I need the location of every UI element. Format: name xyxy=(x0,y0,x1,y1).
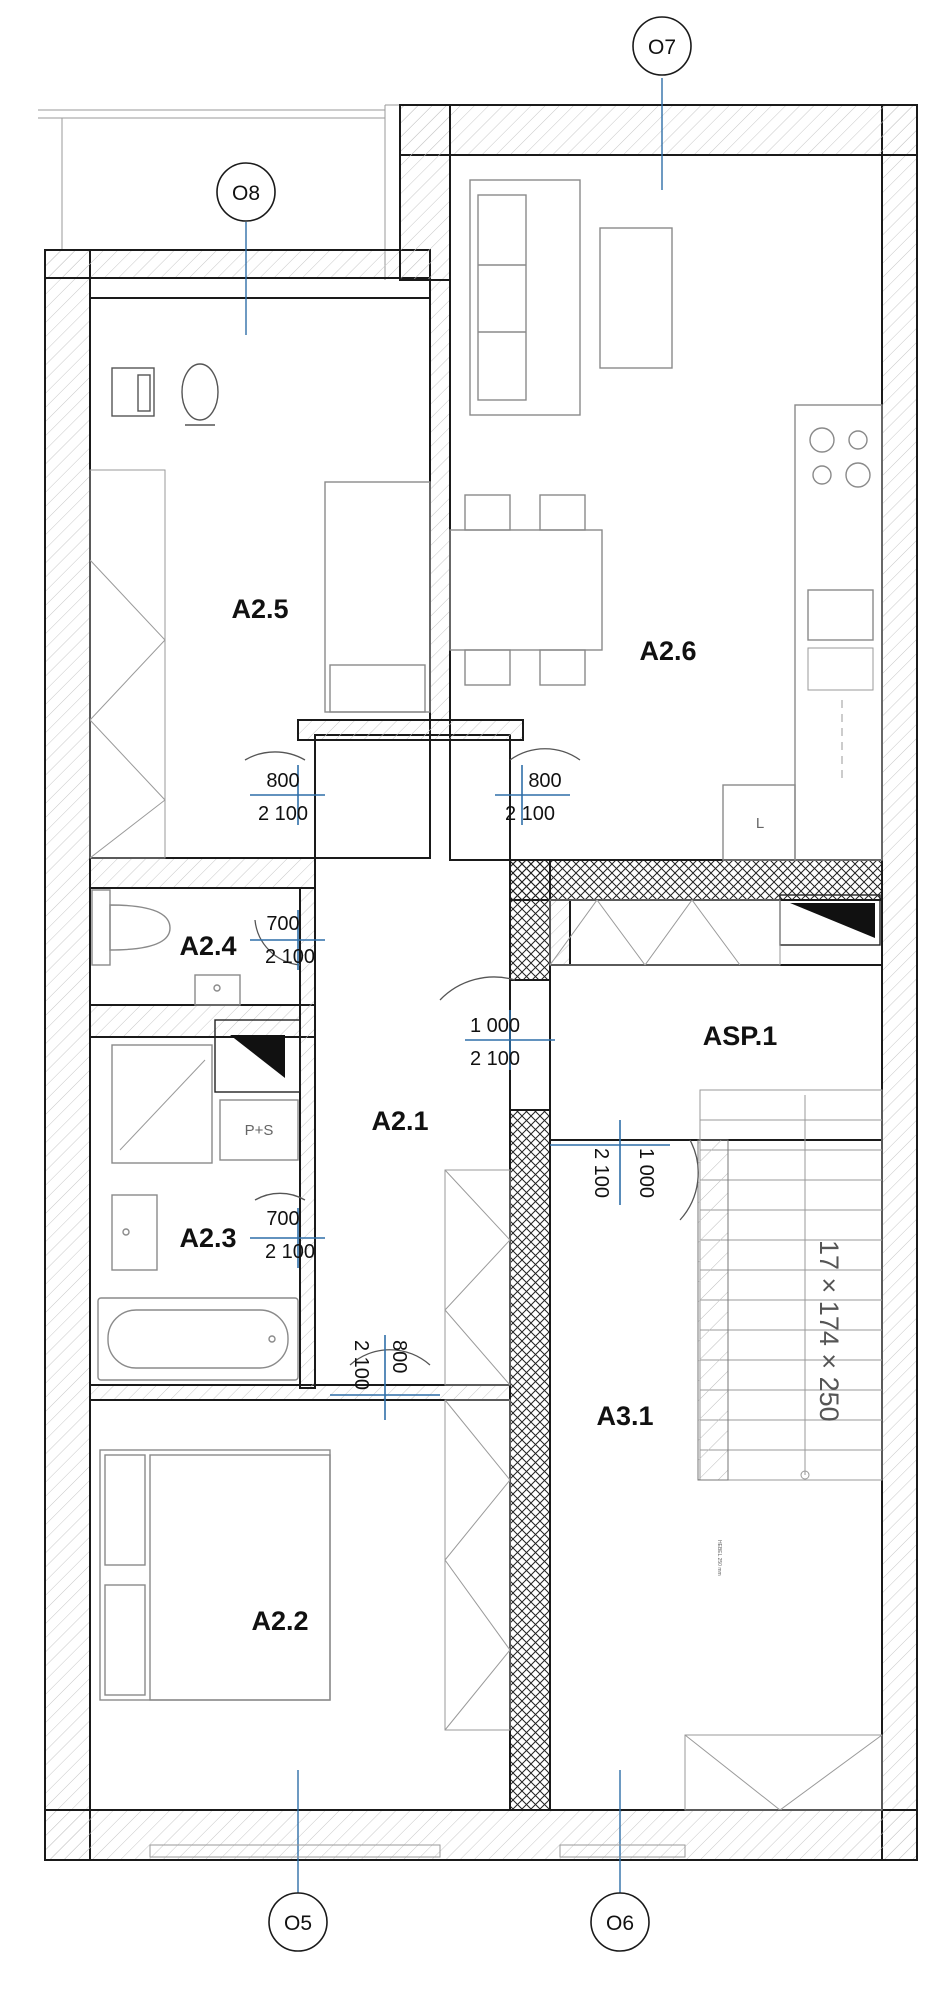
tag-o6-label: O6 xyxy=(606,1912,634,1935)
room-a3-1-label: A3.1 xyxy=(596,1401,653,1431)
door-6-width: 700 xyxy=(266,1208,299,1230)
stair-note: HEBEL 250 mm xyxy=(716,1540,722,1576)
bathtub-icon xyxy=(97,1297,299,1381)
door-4-width: 1 000 xyxy=(470,1015,520,1037)
room-a2-6-label: A2.6 xyxy=(639,636,696,666)
kitchen-fixture-label: L xyxy=(756,815,764,832)
door-5: 1 000 2 100 xyxy=(550,1120,699,1221)
door-6-height: 2 100 xyxy=(265,1241,315,1263)
room-a2-2-outline xyxy=(89,1399,511,1811)
sofa-icon xyxy=(469,179,581,416)
room-asp-1-label: ASP.1 xyxy=(703,1021,778,1051)
bed-a2-5 xyxy=(324,481,431,713)
shower-icon xyxy=(111,1044,213,1164)
wardrobe-a2-1 xyxy=(444,1169,511,1386)
wardrobe-a3-1 xyxy=(684,1734,883,1811)
coffee-table xyxy=(599,227,673,369)
window-bottom-right xyxy=(559,1844,686,1858)
door-2-width: 800 xyxy=(528,770,561,792)
ps-label: P+S xyxy=(245,1122,274,1139)
door-1-width: 800 xyxy=(266,770,299,792)
shaft-2-icon xyxy=(779,894,881,946)
tag-o7: O7 xyxy=(632,16,692,190)
door-3-height: 2 100 xyxy=(265,946,315,968)
toilet-icon xyxy=(91,889,171,966)
room-a2-4-label: A2.4 xyxy=(179,931,236,961)
wardrobe-a2-2 xyxy=(444,1399,511,1731)
door-2-height: 2 100 xyxy=(505,803,555,825)
door-4-height: 2 100 xyxy=(470,1048,520,1070)
tag-o6: O6 xyxy=(590,1770,650,1952)
double-bed-icon xyxy=(99,1449,331,1701)
room-a2-3-label: A2.3 xyxy=(179,1223,236,1253)
room-a2-1-label: A2.1 xyxy=(371,1106,428,1136)
door-5-width: 1 000 xyxy=(635,1148,657,1198)
door-7-width: 800 xyxy=(388,1340,410,1373)
wardrobe-asp-1 xyxy=(549,899,781,966)
kitchen-counter: L xyxy=(722,404,883,861)
door-4: 1 000 2 100 xyxy=(439,976,555,1070)
shaft-icon xyxy=(214,1019,301,1093)
room-a2-5-label: A2.5 xyxy=(231,594,288,624)
sink-icon xyxy=(807,589,874,641)
door-5-height: 2 100 xyxy=(590,1148,612,1198)
door-7: 800 2 100 xyxy=(330,1335,440,1420)
tag-o5: O5 xyxy=(268,1770,328,1952)
stair-icon: 17 × 174 × 250 HEBEL 250 mm xyxy=(697,1089,883,1576)
tag-o7-circle xyxy=(632,16,692,76)
desk-chair-icon xyxy=(111,363,219,426)
exterior-walls xyxy=(44,104,918,1861)
door-6: 700 2 100 xyxy=(250,1192,325,1268)
door-1-height: 2 100 xyxy=(258,803,308,825)
dining-table-icon xyxy=(449,494,603,686)
ps-shaft-box xyxy=(219,1099,299,1161)
tag-o5-label: O5 xyxy=(284,1912,312,1935)
tag-o5-circle xyxy=(268,1892,328,1952)
door-3: 700 2 100 xyxy=(250,910,325,970)
interior-walls xyxy=(89,279,883,1811)
door-3-width: 700 xyxy=(266,913,299,935)
room-asp-1-outline xyxy=(549,964,883,1141)
tag-o8-label: O8 xyxy=(232,182,260,205)
tag-o6-circle xyxy=(590,1892,650,1952)
door-7-height: 2 100 xyxy=(350,1340,372,1390)
tag-o8: O8 xyxy=(216,162,276,335)
door-2: 800 2 100 xyxy=(495,748,581,825)
room-a2-6-outline xyxy=(449,154,883,861)
door-1: 800 2 100 xyxy=(244,751,325,825)
window-bottom-left xyxy=(149,1844,441,1858)
wardrobe-a2-5 xyxy=(89,469,166,859)
stair-label: 17 × 174 × 250 xyxy=(814,1240,844,1422)
room-outlines xyxy=(89,154,883,1811)
room-a2-2-label: A2.2 xyxy=(251,1606,308,1636)
washbasin-a2-3-icon xyxy=(111,1194,158,1271)
tag-o8-circle xyxy=(216,162,276,222)
tag-o7-label: O7 xyxy=(648,36,676,59)
washbasin-a2-4-icon xyxy=(194,974,241,1006)
